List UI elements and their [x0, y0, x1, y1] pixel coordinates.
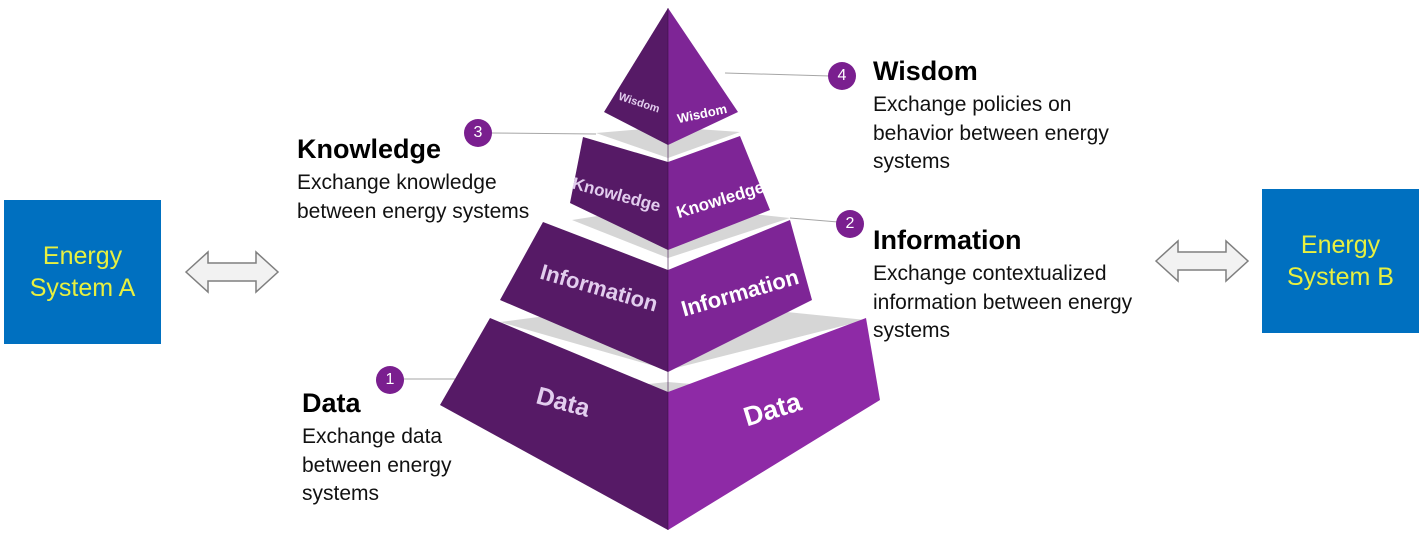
information-leader-line [789, 217, 839, 223]
knowledge-right-face [668, 136, 770, 250]
data-title: Data [302, 388, 361, 418]
wisdom-left-face [604, 8, 668, 145]
right-double-arrow-icon [1154, 239, 1250, 283]
energy-system-b-box: Energy System B [1262, 189, 1419, 333]
information-body: Exchange contextualized information betw… [873, 262, 1133, 343]
knowledge-leader-line [489, 132, 597, 135]
wisdom-marker: 4 [828, 62, 856, 90]
energy-system-b-label: Energy System B [1287, 230, 1394, 292]
information-marker: 2 [836, 210, 864, 238]
data-description: Data Exchange data between energy system… [302, 387, 502, 508]
information-title: Information [873, 225, 1022, 255]
energy-system-a-box: Energy System A [4, 200, 161, 344]
information-description: Information Exchange contextualized info… [873, 224, 1163, 345]
knowledge-body: Exchange knowledge between energy system… [297, 171, 530, 223]
data-body: Exchange data between energy systems [302, 425, 452, 506]
information-left-face [500, 222, 668, 372]
wisdom-title: Wisdom [873, 56, 978, 86]
knowledge-description: Knowledge Exchange knowledge between ene… [297, 133, 537, 226]
knowledge-title: Knowledge [297, 134, 442, 164]
left-double-arrow-icon [184, 250, 280, 294]
wisdom-body: Exchange policies on behavior between en… [873, 93, 1109, 174]
data-marker: 1 [376, 366, 404, 394]
information-right-face [668, 220, 812, 372]
wisdom-description: Wisdom Exchange policies on behavior bet… [873, 55, 1133, 176]
data-right-face [668, 318, 880, 530]
wisdom-leader-line [724, 72, 831, 77]
wisdom-right-face [668, 8, 738, 145]
energy-system-a-label: Energy System A [29, 241, 136, 303]
knowledge-marker: 3 [464, 119, 492, 147]
data-left-face [440, 318, 668, 530]
knowledge-left-face [570, 137, 668, 250]
